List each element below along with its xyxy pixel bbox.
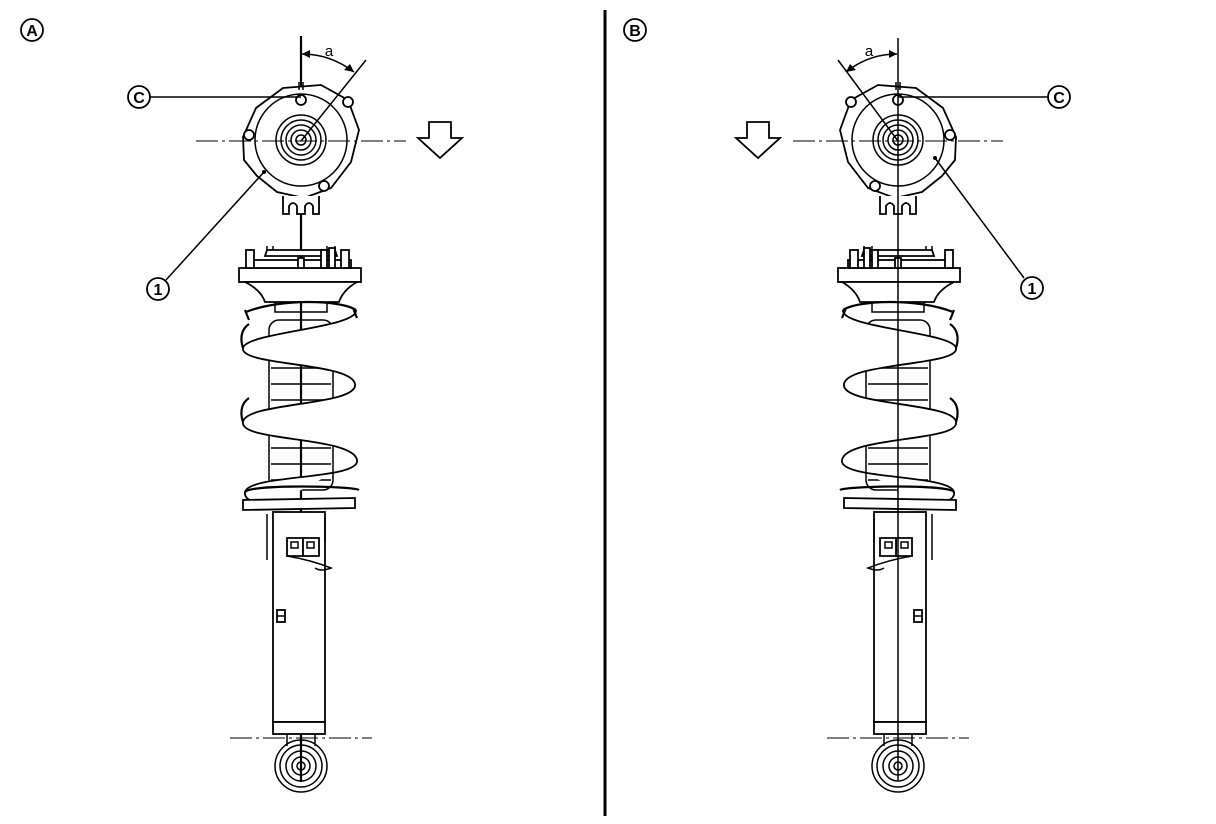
- panel-a: A a C 1: [20, 18, 463, 794]
- direction-arrow-a: [417, 121, 463, 159]
- panel-b: B a C 1: [623, 18, 1071, 794]
- callout-c-a: C: [127, 85, 301, 109]
- angle-reference-line: [300, 59, 367, 142]
- callout-1-a-text: 1: [154, 282, 163, 299]
- panel-label-b: B: [623, 18, 647, 42]
- callout-c-a-text: C: [133, 90, 145, 107]
- angle-reference-line-b: [837, 59, 899, 142]
- callout-1-b-text: 1: [1028, 281, 1037, 298]
- callout-c-b-text: C: [1053, 90, 1065, 107]
- callout-c-b: C: [898, 85, 1071, 109]
- angle-label-b: a: [865, 43, 874, 60]
- callout-1-b: 1: [933, 156, 1044, 300]
- panel-label-a-text: A: [26, 23, 38, 40]
- panel-label-b-text: B: [629, 23, 641, 40]
- angle-label-a: a: [325, 43, 334, 60]
- panel-label-a: A: [20, 18, 44, 42]
- direction-arrow-b: [735, 121, 781, 159]
- callout-1-a: 1: [146, 170, 266, 301]
